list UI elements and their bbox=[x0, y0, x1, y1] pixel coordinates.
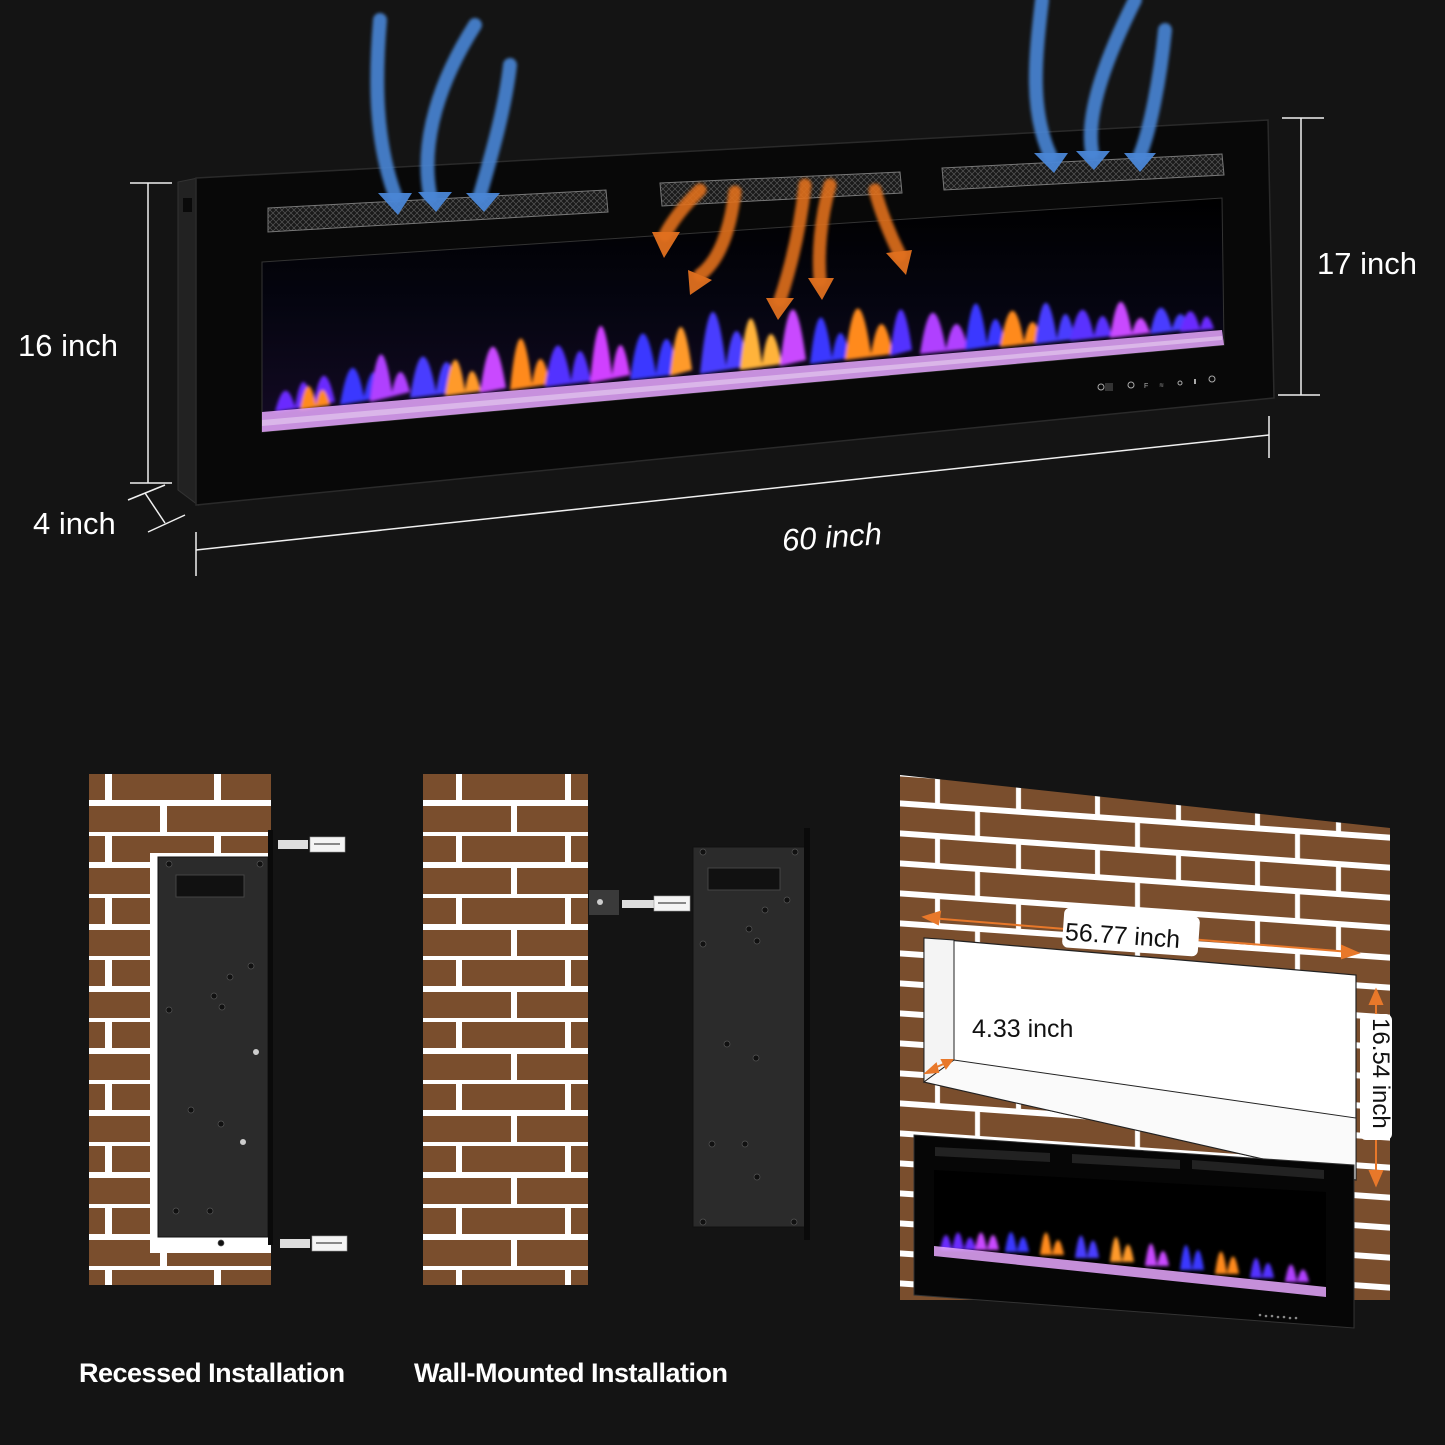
recess-height-label: 16.54 inch bbox=[1367, 1018, 1394, 1129]
recess-cutout-diagram: 56.77 inch 4.33 inch 16.54 inch bbox=[880, 760, 1420, 1340]
recess-bottom bbox=[922, 1059, 1357, 1181]
screw-holes bbox=[165, 860, 264, 1247]
screw-anchor bbox=[622, 895, 691, 912]
unit-back-panel bbox=[157, 856, 269, 1238]
width-label-bg bbox=[1062, 907, 1200, 957]
unit-front-edge bbox=[804, 828, 810, 1240]
flames bbox=[275, 301, 1214, 412]
width-label: 60 inch bbox=[780, 516, 883, 558]
fireplace-illustration: F ≋ bbox=[127, 0, 1324, 576]
side-panel bbox=[177, 177, 199, 506]
height-left-label: 16 inch bbox=[18, 328, 118, 363]
recessed-illustration bbox=[89, 774, 348, 1285]
recessed-installation-caption: Recessed Installation bbox=[79, 1358, 345, 1388]
vent-right bbox=[941, 153, 1225, 191]
hot-air-arrows bbox=[658, 178, 907, 307]
hot-air-arrowheads bbox=[652, 232, 912, 320]
brick-wall bbox=[423, 774, 588, 1285]
brightness-icon bbox=[1194, 379, 1196, 384]
cold-air-arrows-right bbox=[1028, 0, 1172, 162]
vent bbox=[935, 1147, 1050, 1162]
wall-bracket bbox=[589, 890, 619, 915]
unit-back-panel bbox=[692, 846, 806, 1228]
vent-center bbox=[659, 171, 903, 207]
fahrenheit-icon: F bbox=[1144, 383, 1148, 390]
recess-cutout-illustration bbox=[900, 775, 1392, 1329]
handle-slot bbox=[707, 867, 781, 891]
cold-air-arrowheads-right bbox=[1034, 151, 1156, 173]
wall-mounted-installation-diagram bbox=[400, 760, 840, 1320]
crystal-bed bbox=[262, 330, 1224, 432]
cold-air-arrowheads-left bbox=[378, 192, 500, 215]
height-label-bg bbox=[1360, 1014, 1392, 1140]
mount-stud bbox=[253, 1049, 259, 1055]
wall-mounted-illustration bbox=[423, 774, 810, 1285]
depth-label: 4 inch bbox=[33, 506, 116, 541]
recess-depth-label: 4.33 inch bbox=[972, 1015, 1074, 1043]
vent bbox=[1072, 1154, 1180, 1169]
timer-led-icon bbox=[1097, 383, 1105, 391]
wall-mounted-installation-caption: Wall-Mounted Installation bbox=[414, 1358, 728, 1388]
mini-crystal-bed bbox=[934, 1246, 1326, 1297]
flame-icon bbox=[1177, 380, 1183, 386]
vent bbox=[1192, 1160, 1324, 1179]
control-panel: F ≋ bbox=[1097, 375, 1216, 391]
screw-anchor-bottom bbox=[280, 1235, 348, 1252]
mini-flames bbox=[940, 1232, 1309, 1282]
handle-slot bbox=[175, 874, 245, 898]
power-icon bbox=[1208, 375, 1216, 383]
dimension-lines bbox=[127, 117, 1324, 576]
height-right-label: 17 inch bbox=[1317, 246, 1417, 281]
recessed-installation-diagram bbox=[0, 760, 380, 1320]
mini-control-panel bbox=[1258, 1313, 1298, 1320]
screw-holes bbox=[699, 848, 799, 1226]
cold-air-arrows-left bbox=[370, 13, 517, 202]
timer-icon bbox=[1127, 381, 1135, 389]
fireplace-dimension-view: F ≋ bbox=[0, 0, 1445, 620]
depth-arrow bbox=[923, 1059, 954, 1075]
mount-stud bbox=[240, 1139, 246, 1145]
screw-anchor-top bbox=[278, 836, 346, 853]
heat-icon: ≋ bbox=[1159, 383, 1164, 389]
unit-front-edge bbox=[268, 830, 273, 1245]
